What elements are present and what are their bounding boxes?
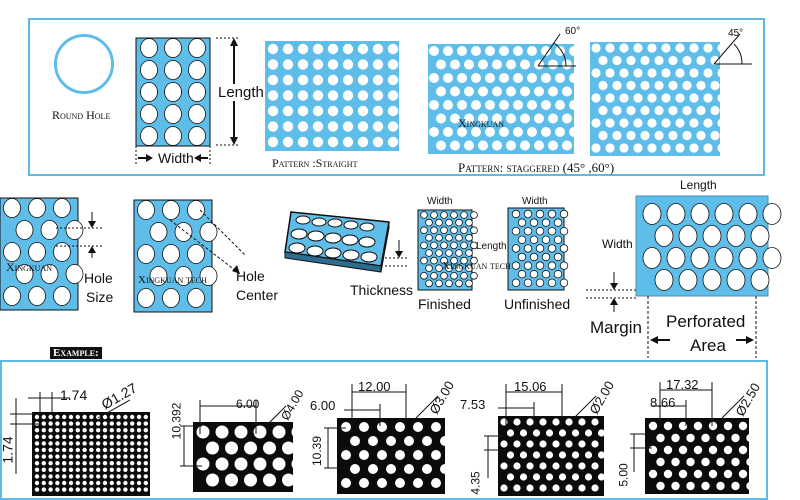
unfinished-sheet [507,207,569,291]
angle-45-mark [713,33,752,65]
brand-tech-watermark: Xingkuan tech [138,274,207,286]
example-3-a: 12.00 [358,379,391,394]
example-2-sheet [193,422,305,492]
example-3-c: 10.39 [310,435,325,467]
dimension-sheet [135,37,211,147]
hole-size-sheet [0,197,84,311]
example-5-c: 5.00 [616,463,631,487]
angle-45-label: 45° [728,28,744,39]
perforated-area-sheet [635,195,782,297]
example-1-b: 1.74 [0,436,16,464]
examples-panel [0,360,768,500]
brand-tech-watermark-2: Xingkuan tech [442,260,511,272]
angle-60-label: 60° [565,26,581,37]
staggered-60-sheet [428,44,579,154]
example-5-b: 8.66 [650,395,676,410]
big-width-label: Width [602,237,633,251]
unfinished-label: Unfinished [504,296,571,312]
example-3-dims [324,384,439,469]
perforated-label-2: Area [690,336,726,355]
perforated-label-1: Perforated [666,312,746,331]
hole-size-label-1: Hole [84,270,113,286]
example-3-b: 6.00 [310,398,336,413]
big-length-label: Length [680,178,717,192]
round-hole-circle [54,34,114,94]
brand-watermark-mid: Xingkuan [6,260,52,274]
straight-pattern-sheet [265,41,399,151]
top-panel [28,18,765,176]
margin-label: Margin [590,318,642,337]
finished-length-label: Length [476,241,507,252]
finished-label: Finished [418,296,471,312]
brand-watermark-top: Xingkuan [458,116,504,130]
width-label: Width [158,150,194,166]
staggered-pattern-label: Pattern: staggered (45° ,60°) [458,160,615,175]
round-hole-label: Round Hole [52,108,111,122]
example-5-dims [630,382,745,472]
hole-size-label-2: Size [86,289,114,305]
thickness-plate [284,211,409,273]
example-4-a: 15.06 [514,379,547,394]
finished-width-label: Width [427,196,453,207]
example-4-b: 7.53 [460,397,486,412]
example-4-c: 4.35 [468,471,483,495]
example-2-a: 6.00 [236,397,260,411]
straight-pattern-label: Pattern :Straight [272,156,358,170]
finished-sheet [417,209,478,291]
example-2-b: 10.392 [169,402,184,440]
length-label: Length [218,84,264,101]
example-4-sheet [498,416,606,496]
example-1-dims [10,392,131,474]
angle-60-mark [537,33,576,67]
examples-title: Example: [50,347,102,359]
hole-center-sheet [133,199,218,313]
example-5-a: 17.32 [666,377,699,392]
hole-size-arrow [56,212,104,258]
hole-center-arrow [169,209,247,275]
width-arrow [135,146,211,164]
example-1-a: 1.74 [60,387,88,403]
thickness-label: Thickness [350,282,414,298]
example-2-dims [180,400,287,467]
hole-center-label-2: Center [236,287,279,303]
staggered-45-sheet [590,42,727,156]
example-1-sheet [32,412,150,496]
example-5-sheet [645,418,755,494]
unfinished-width-label: Width [522,196,548,207]
margin-arrow [586,272,757,358]
hole-center-label-1: Hole [236,268,265,284]
example-4-dims [484,384,597,478]
